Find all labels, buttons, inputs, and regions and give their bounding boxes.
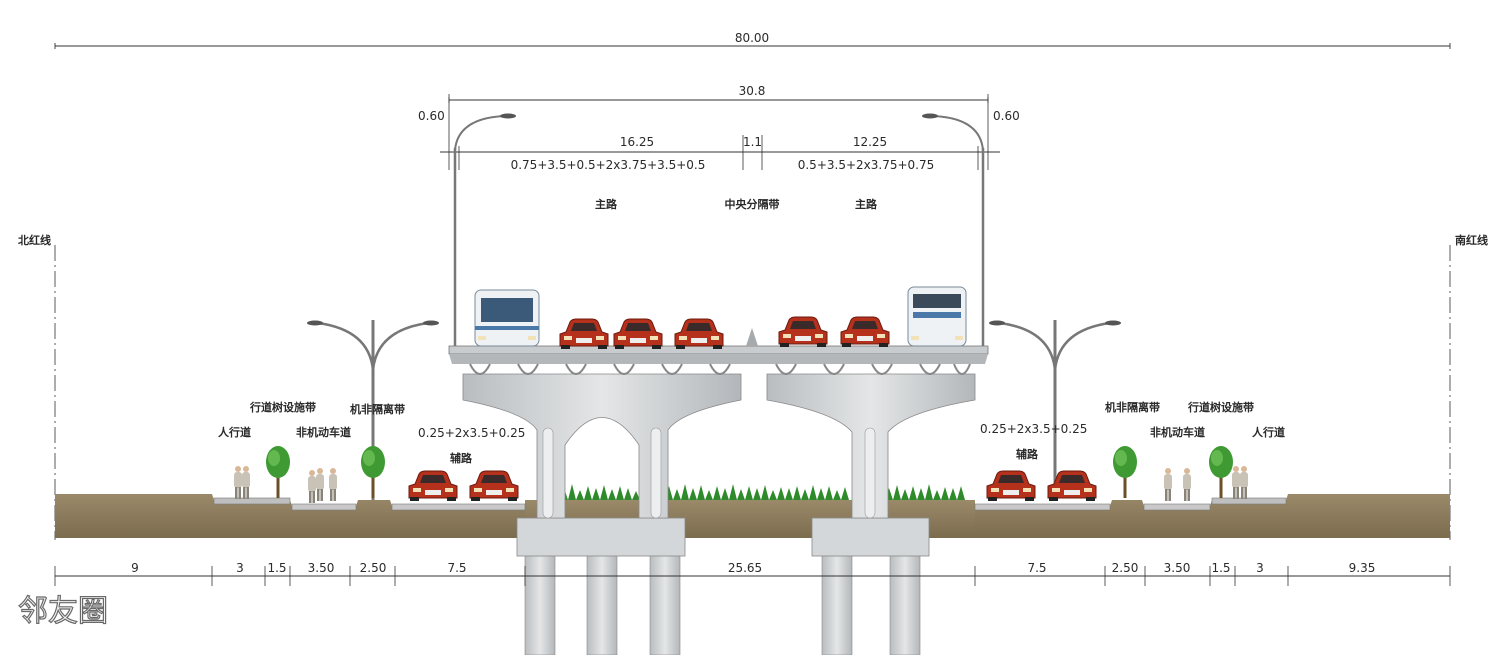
aux-road-left-label: 辅路	[450, 451, 473, 465]
south-red-line-label: 南红线	[1455, 233, 1488, 247]
tree-right-1	[1113, 446, 1137, 498]
deck-car-5	[840, 316, 890, 348]
dim-bottom-10: 3.50	[1164, 561, 1191, 575]
dim-bottom-9: 2.50	[1112, 561, 1139, 575]
tree-left-2	[361, 446, 385, 498]
cyclist-right-1	[1164, 468, 1172, 501]
separation-right-label: 机非隔离带	[1105, 400, 1160, 414]
dim-bottom-8: 7.5	[1027, 561, 1046, 575]
south-red-line: 南红线	[1449, 233, 1488, 540]
separation-left-label: 机非隔离带	[350, 402, 405, 416]
north-red-line: 北红线	[18, 233, 56, 540]
deck-total-width: 30.8	[739, 84, 766, 98]
north-red-line-label: 北红线	[18, 233, 51, 247]
dim-bottom-2: 3	[236, 561, 244, 575]
tree-right-2	[1209, 446, 1233, 498]
deck-north-formula: 0.75+3.5+0.5+2x3.75+3.5+0.5	[511, 158, 706, 172]
dim-bottom-7: 25.65	[728, 561, 762, 575]
tree-left-1	[266, 446, 290, 498]
deck-lamp-left	[453, 113, 516, 346]
median-label: 中央分隔带	[725, 197, 780, 211]
main-road-right-label: 主路	[855, 197, 878, 211]
dim-bottom-12: 3	[1256, 561, 1264, 575]
sidewalk-left-label: 人行道	[218, 425, 251, 439]
bottom-dimension-ticks	[54, 566, 1451, 586]
bus-left	[474, 289, 540, 347]
watermark-text: 邻友圈	[18, 594, 108, 629]
pedestrian-left-2	[242, 466, 250, 499]
ground	[55, 494, 1450, 538]
deck-car-3	[674, 318, 724, 350]
median-grass	[560, 484, 965, 500]
deck-right-edge-width: 0.60	[993, 109, 1020, 123]
nonmotor-right-label: 非机动车道	[1150, 425, 1205, 439]
deck-north-width: 16.25	[620, 135, 654, 149]
cyclist-left-2	[316, 468, 324, 501]
deck-left-edge-width: 0.60	[418, 109, 445, 123]
viaduct-deck	[448, 328, 989, 375]
deck-median-width: 1.1	[743, 135, 762, 149]
dim-bottom-11: 1.5	[1211, 561, 1230, 575]
cyclist-right-2	[1183, 468, 1191, 501]
pedestrian-left-1	[234, 466, 242, 499]
cyclist-left-1	[308, 470, 316, 503]
overall-dimension: 80.00	[54, 31, 1451, 49]
bus-right	[907, 286, 967, 347]
aux-car-1	[408, 470, 458, 502]
pedestrian-right-1	[1232, 466, 1240, 499]
tree-strip-left-label: 行道树设施带	[249, 400, 316, 414]
tree-strip-right-label: 行道树设施带	[1187, 400, 1254, 414]
deck-lamp-right	[922, 113, 985, 346]
aux-formula-left: 0.25+2x3.5+0.25	[418, 426, 525, 440]
cyclist-left-3	[329, 468, 337, 501]
dim-bottom-1: 9	[131, 561, 139, 575]
dim-bottom-6: 7.5	[447, 561, 466, 575]
deck-car-2	[613, 318, 663, 350]
aux-formula-right: 0.25+2x3.5+0.25	[980, 422, 1087, 436]
sidewalk-right-label: 人行道	[1252, 425, 1285, 439]
left-pier	[462, 373, 742, 655]
main-road-left-label: 主路	[595, 197, 618, 211]
overall-width-label: 80.00	[735, 31, 769, 45]
dim-bottom-3: 1.5	[267, 561, 286, 575]
aux-car-2	[469, 470, 519, 502]
dim-bottom-13: 9.35	[1349, 561, 1376, 575]
dim-bottom-4: 3.50	[308, 561, 335, 575]
deck-car-4	[778, 316, 828, 348]
nonmotor-left-label: 非机动车道	[296, 425, 351, 439]
deck-south-width: 12.25	[853, 135, 887, 149]
aux-car-3	[986, 470, 1036, 502]
deck-south-formula: 0.5+3.5+2x3.75+0.75	[798, 158, 935, 172]
bottom-dimension-chain: 9 3 1.5 3.50 2.50 7.5 25.65 7.5 2.50 3.5…	[54, 561, 1451, 586]
dim-bottom-5: 2.50	[360, 561, 387, 575]
deck-dimensions: 30.8 0.60 0.60 16.25 1.1 12.25 0.75+3.5+…	[418, 84, 1020, 172]
deck-car-1	[559, 318, 609, 350]
aux-road-right-label: 辅路	[1016, 447, 1039, 461]
right-pier	[766, 373, 976, 655]
pedestrian-right-2	[1240, 466, 1248, 499]
